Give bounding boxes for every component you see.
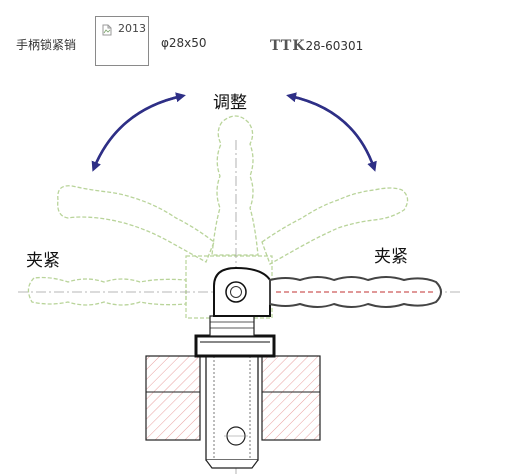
ghost-handle-vertical xyxy=(211,115,259,256)
part-number: 28-60301 xyxy=(305,39,364,53)
ghost-handle-upper-right xyxy=(261,187,409,265)
ghost-handle-upper-left xyxy=(57,185,215,263)
workpiece-right xyxy=(261,355,321,441)
spec-size: φ28x50 xyxy=(161,36,207,50)
brand-logo: TTK xyxy=(270,38,306,54)
workpiece-left xyxy=(145,355,201,441)
handle-lever xyxy=(269,276,442,308)
brand-part-number: TTK28-60301 xyxy=(270,35,363,54)
curved-arrow-icon xyxy=(289,94,377,172)
product-name: 手柄锁紧销 xyxy=(16,38,77,52)
broken-image-icon xyxy=(102,24,112,36)
curved-arrow-icon xyxy=(91,94,183,172)
label-clamp-left: 夹紧 xyxy=(26,251,60,271)
product-image-placeholder: 2013 xyxy=(95,16,149,66)
label-adjust: 调整 xyxy=(213,93,247,113)
image-alt-text: 2013 xyxy=(118,22,146,35)
curved-arrow-icon xyxy=(286,92,376,169)
curved-arrow-icon xyxy=(92,92,186,169)
clamping-handle-diagram: 调整 夹紧 夹紧 xyxy=(18,92,460,474)
label-clamp-right: 夹紧 xyxy=(374,247,408,267)
ghost-handle-left-horizontal xyxy=(27,276,187,306)
lock-nut xyxy=(194,334,276,358)
